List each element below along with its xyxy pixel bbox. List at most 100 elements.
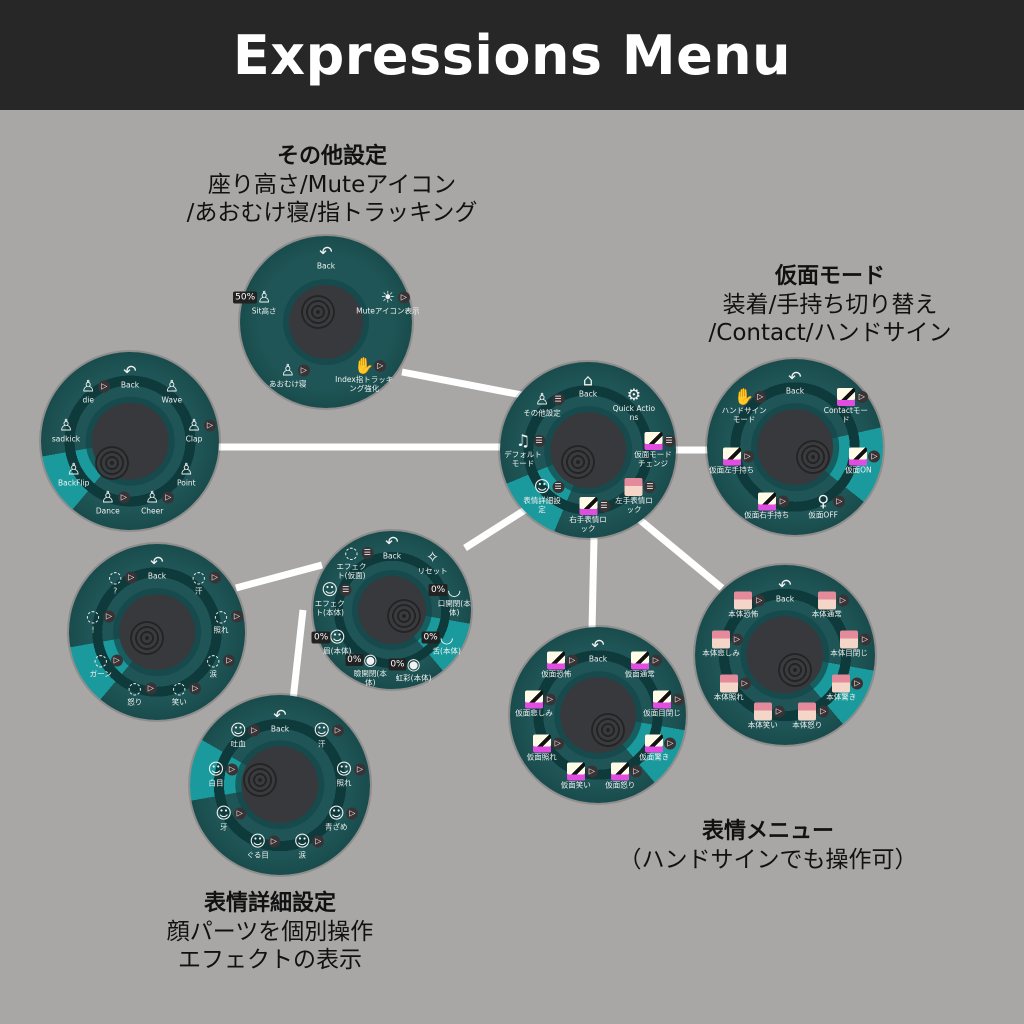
menu-item[interactable]: ◌▷笑い (160, 679, 202, 707)
menu-item[interactable]: ♙▷あおむけ寝 (256, 361, 320, 388)
menu-item[interactable]: ▷仮面目閉じ (643, 690, 684, 717)
menu-item[interactable]: ☰右手表情ロック (567, 497, 610, 533)
menu-item-label: デフォルトモード (504, 450, 542, 468)
menu-item[interactable]: ☺▷汗 (303, 721, 344, 749)
mask-thumb-icon: ▷ (532, 734, 564, 752)
menu-item-label: 照れ (336, 778, 352, 788)
value-readout: 50% (233, 291, 258, 304)
back-icon: ↶ (788, 367, 802, 387)
menu-item[interactable]: ♙sadkick (47, 416, 85, 444)
menu-item[interactable]: ▷仮面ON (833, 447, 883, 475)
menu-item[interactable]: ☺☰表情詳細設定 (521, 477, 565, 514)
menu-item[interactable]: ☺☰エフェクト(本体) (311, 581, 352, 617)
menu-item[interactable]: ☺▷牙 (205, 804, 246, 831)
body-thumbnail (817, 591, 836, 610)
menu-item[interactable]: ◌▷? (96, 568, 138, 596)
menu-item[interactable]: ◌☰エフェクト(仮面) (333, 543, 374, 580)
menu-item[interactable]: ☰仮面モードチェンジ (632, 432, 675, 468)
menu-item[interactable]: ♙☰その他設定 (521, 390, 565, 418)
menu-item[interactable]: ♙▷die (69, 377, 111, 405)
menu-item[interactable]: ▷仮面左手持ち (707, 447, 757, 475)
menu-item[interactable]: ↶Back (374, 533, 411, 561)
body-thumb-icon: ▷ (734, 591, 766, 610)
menu-item[interactable]: ◌▷涙 (194, 651, 236, 678)
menu-item[interactable]: ♀▷仮面OFF (798, 492, 848, 519)
menu-item-label: 表情詳細設定 (523, 495, 561, 514)
play-toggle-icon: ▷ (354, 763, 366, 776)
head-icon: ◌▷ (126, 679, 157, 698)
menu-item[interactable]: ♙▷Cheer (133, 488, 175, 516)
menu-item[interactable]: ☺0%眉(本体) (311, 628, 356, 655)
menu-item[interactable]: ☺▷白目 (197, 760, 238, 787)
menu-item[interactable]: ▷本体怒り (788, 702, 830, 730)
menu-item[interactable]: ♙50%Sit高さ (232, 288, 296, 315)
menu-item[interactable]: ◌▷! (74, 607, 115, 634)
menu-item[interactable]: ↶Back (294, 243, 358, 271)
menu-item[interactable]: ♙▷Clap (175, 416, 216, 443)
body-thumbnail (624, 477, 643, 496)
menu-item[interactable]: ▷仮面悲しみ (515, 690, 556, 717)
body-thumbnail (832, 674, 851, 692)
menu-item[interactable]: ◌▷怒り (116, 679, 157, 707)
play-toggle-icon: ▷ (204, 419, 216, 432)
menu-item-label: 仮面驚き (639, 752, 670, 761)
menu-item[interactable]: ↶Back (111, 362, 149, 390)
menu-item[interactable]: ♙BackFlip (55, 460, 93, 488)
menu-item[interactable]: ↶Back (138, 553, 176, 581)
menu-item[interactable]: ☺▷青ざめ (317, 804, 359, 831)
eye-icon: ◉0% (388, 654, 421, 674)
menu-item[interactable]: ▷本体照れ (710, 674, 751, 701)
menu-item-label: 口開閉(本体) (437, 599, 471, 618)
menu-item[interactable]: ♫☰デフォルトモード (502, 432, 545, 468)
menu-item[interactable]: ▷仮面照れ (523, 734, 564, 761)
menu-item[interactable]: ♙Wave (153, 376, 191, 405)
menu-item[interactable]: ◌▷ガーン (82, 651, 123, 678)
menu-item[interactable]: ◡0%口開閉(本体) (428, 581, 473, 618)
menu-item[interactable]: ✋▷Index指トラッキング強化 (332, 356, 396, 393)
menu-item[interactable]: ☰左手表情ロック (612, 477, 656, 514)
body-thumb-icon: ▷ (711, 630, 743, 649)
menu-item[interactable]: ▷仮面恐怖 (537, 651, 579, 679)
menu-item[interactable]: ▷仮面驚き (635, 734, 677, 761)
menu-item[interactable]: ◌▷照れ (202, 607, 243, 634)
person-icon: ♙ (164, 376, 179, 396)
menu-item[interactable]: ✋▷ハンドサインモード (719, 388, 769, 425)
menu-item[interactable]: ▷Contactモード (821, 388, 871, 424)
mask-thumb-icon: ▷ (722, 447, 754, 466)
menu-item[interactable]: ☀▷Muteアイコン表示 (356, 288, 420, 316)
menu-item[interactable]: ⚙Quick Actions (612, 386, 655, 423)
menu-item[interactable]: ↶Back (770, 367, 820, 396)
menu-item[interactable]: ▷本体通常 (808, 591, 849, 619)
menu-item[interactable]: ▷本体恐怖 (724, 591, 766, 619)
menu-item[interactable]: ◉0%虹彩(本体) (388, 654, 432, 683)
menu-item[interactable]: ♙Point (167, 460, 205, 488)
menu-item[interactable]: ☺▷ぐる目 (239, 832, 280, 860)
menu-item[interactable]: ▷仮面怒り (601, 762, 643, 790)
menu-item[interactable]: ♙▷Dance (89, 488, 130, 516)
menu-item-label: Wave (161, 395, 183, 405)
menu-item[interactable]: ▷仮面右手持ち (742, 492, 792, 519)
menu-item[interactable]: ▷本体悲しみ (702, 630, 743, 657)
menu-item-label: Back (147, 571, 167, 581)
menu-item[interactable]: ◡0%舌(本体) (421, 628, 465, 655)
menu-item-label: その他設定 (523, 408, 561, 418)
play-toggle-icon: ▷ (585, 765, 598, 778)
menu-item[interactable]: ▷仮面笑い (557, 762, 598, 790)
menu-item[interactable]: ☺▷涙 (283, 832, 325, 860)
note-face-details: 表情詳細設定 顔パーツを個別操作 エフェクトの表示 (167, 890, 374, 974)
menu-item[interactable]: ✧リセット (414, 548, 451, 576)
menu-item[interactable]: ☺▷照れ (325, 760, 366, 788)
menu-item[interactable]: ▷本体目閉じ (830, 630, 871, 657)
menu-item[interactable]: ▷仮面通常 (621, 651, 662, 679)
menu-item[interactable]: ▷本体笑い (744, 702, 785, 730)
menu-item[interactable]: ⌂Back (567, 371, 610, 399)
menu-item[interactable]: ◌▷汗 (180, 568, 221, 596)
menu-item[interactable]: ▷本体驚き (822, 674, 864, 701)
menu-item[interactable]: ↶Back (766, 576, 804, 604)
menu-item[interactable]: ◉0%瞼開閉(本体) (345, 651, 389, 687)
joystick-rings-icon (243, 763, 277, 797)
menu-item[interactable]: ☺▷吐血 (219, 721, 261, 749)
menu-item[interactable]: ↶Back (261, 706, 299, 734)
menu-item[interactable]: ↶Back (579, 636, 617, 664)
face-icon: ☺☰ (321, 581, 352, 599)
